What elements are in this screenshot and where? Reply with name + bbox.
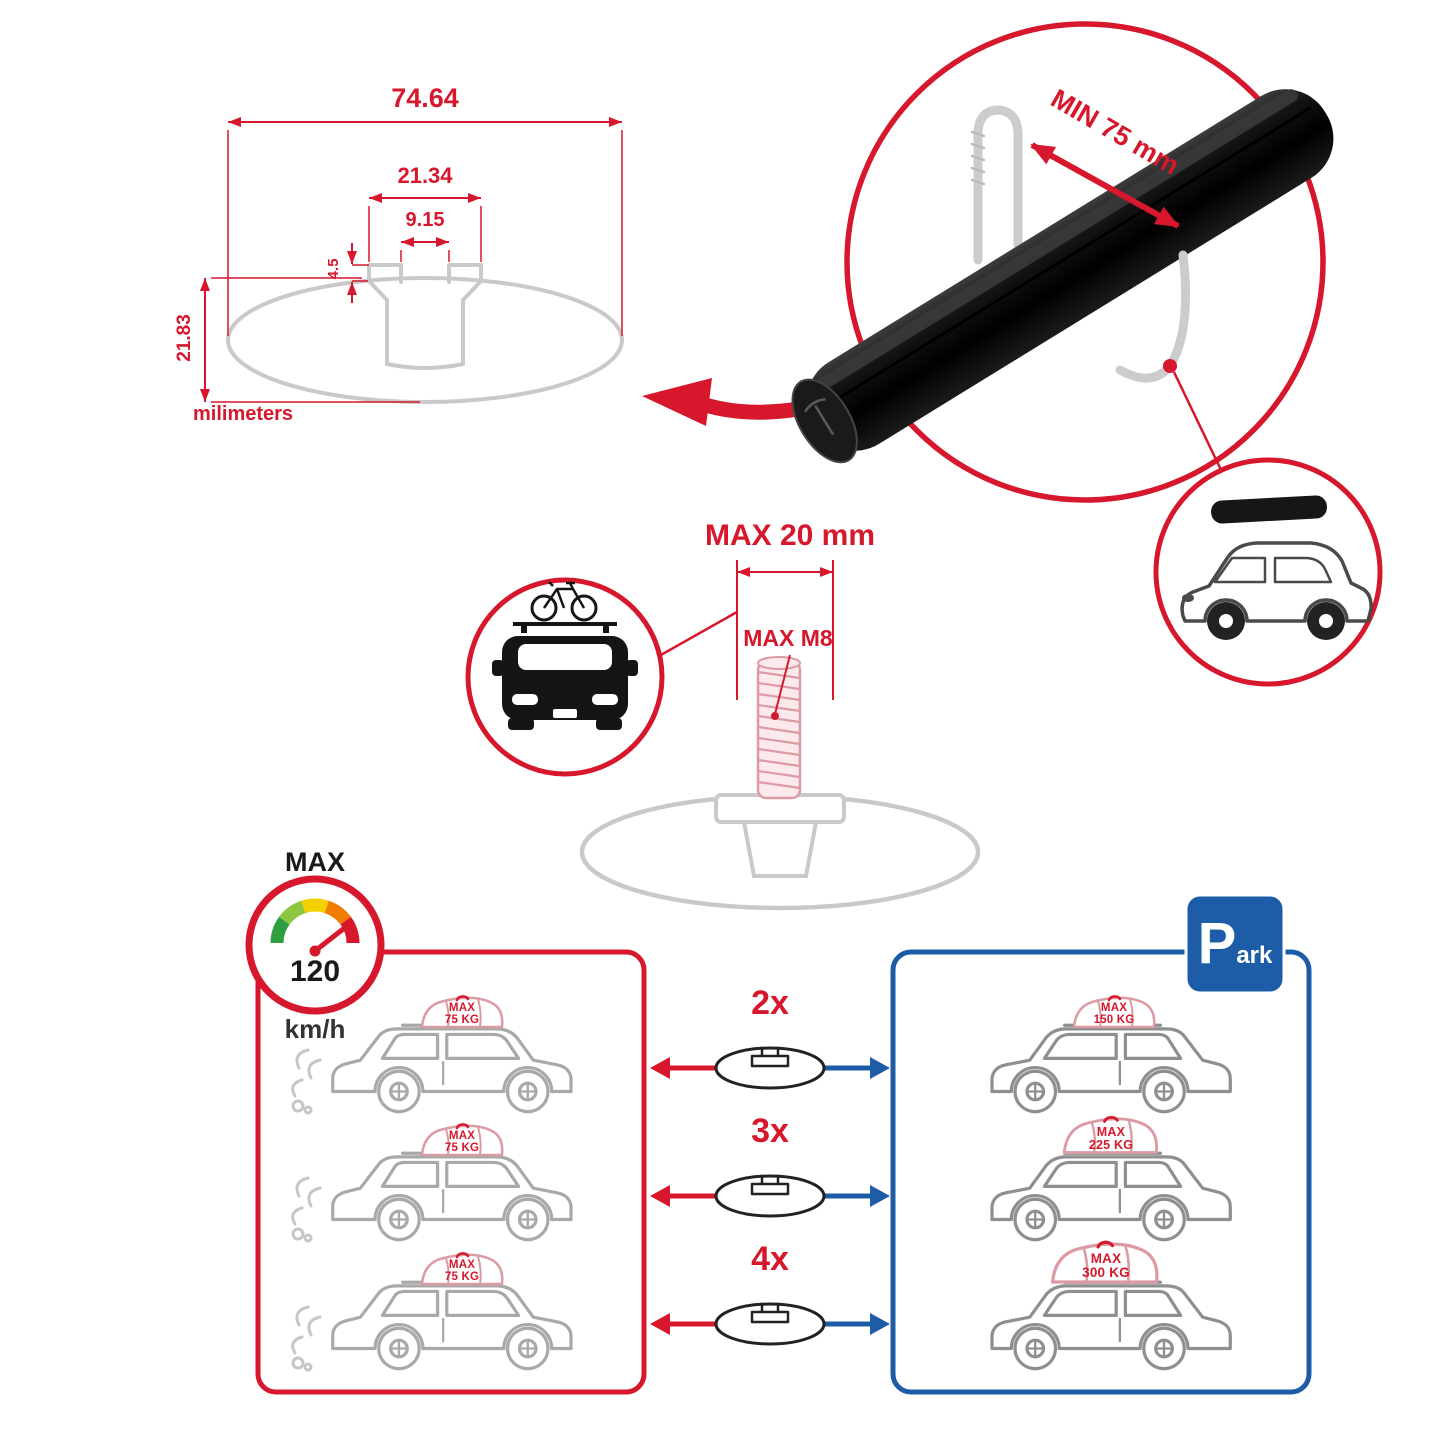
cargo-max-225: MAX <box>1096 1125 1126 1139</box>
speed-value: 120 <box>289 955 341 988</box>
connector-to-suv <box>1172 371 1224 473</box>
dim-slot-width-label: 9.15 <box>405 209 445 231</box>
cargo-label-parking-2: MAX 225 KG <box>1056 1125 1166 1153</box>
speedometer <box>245 875 385 1015</box>
parking-sign-rest: ark <box>1236 942 1273 969</box>
connector-to-bolt <box>651 610 738 662</box>
cargo-weight-3: 75 KG <box>444 1271 480 1284</box>
cargo-weight-1: 75 KG <box>444 1014 480 1027</box>
bolt-dimension-lines <box>736 560 834 715</box>
cargo-max-150: MAX <box>1100 1002 1128 1014</box>
cargo-max-3: MAX <box>448 1259 476 1271</box>
cargo-label-driving-3: MAX 75 KG <box>414 1259 510 1283</box>
cargo-label-driving-1: MAX 75 KG <box>414 1002 510 1026</box>
cargo-max-1: MAX <box>448 1002 476 1014</box>
speedometer-needle <box>312 923 350 954</box>
suv-illustration <box>1180 541 1373 640</box>
bolt-max-thread-label: MAX M8 <box>743 625 833 651</box>
cargo-weight-150: 150 KG <box>1093 1014 1135 1027</box>
dimension-lines <box>200 117 623 403</box>
parking-sign <box>1184 893 1286 995</box>
dim-total-width-label: 74.64 <box>391 83 459 113</box>
parking-sign-letter: P <box>1197 911 1237 976</box>
bar-count-4x: 4x <box>751 1240 789 1278</box>
bike-icon <box>530 581 598 622</box>
t-nut-stem <box>741 820 819 878</box>
roof-box <box>1211 495 1327 524</box>
dim-total-height-label: 21.83 <box>174 314 196 362</box>
bolt-section <box>579 560 981 911</box>
bar-detail-circle <box>791 21 1334 503</box>
t-slot-profile <box>367 263 483 370</box>
cargo-weight-2: 75 KG <box>444 1142 480 1155</box>
units-label: milimeters <box>193 403 294 425</box>
dim-step-depth-label: 4.5 <box>325 258 343 280</box>
clamp-hook-top <box>970 105 1023 265</box>
cargo-label-driving-2: MAX 75 KG <box>414 1130 510 1154</box>
car-front-icon <box>492 622 638 730</box>
dim-channel-width-label: 21.34 <box>397 163 453 188</box>
cargo-weight-225: 225 KG <box>1088 1138 1134 1153</box>
cross-section-diagram <box>200 117 624 404</box>
m8-leader-dot <box>771 712 779 720</box>
cargo-label-parking-1: MAX 150 KG <box>1066 1002 1162 1026</box>
cargo-max-2: MAX <box>448 1130 476 1142</box>
car-front-circle <box>465 577 738 777</box>
bar-count-2x: 2x <box>751 984 789 1022</box>
suv-roofbox-circle <box>1153 457 1383 687</box>
speed-unit: km/h <box>284 1014 346 1044</box>
bar-count-3x: 3x <box>751 1112 789 1150</box>
threaded-bolt <box>756 656 802 800</box>
clamp-bolt-dot <box>1163 359 1177 373</box>
bar-count-rows <box>650 1046 890 1346</box>
bolt-max-length-label: MAX 20 mm <box>704 519 876 552</box>
min-span-arrow <box>1030 142 1180 229</box>
cargo-weight-300: 300 KG <box>1082 1265 1130 1281</box>
cargo-max-300: MAX <box>1090 1251 1122 1266</box>
speed-max-label: MAX <box>285 847 345 877</box>
cargo-label-parking-3: MAX 300 KG <box>1046 1251 1166 1281</box>
